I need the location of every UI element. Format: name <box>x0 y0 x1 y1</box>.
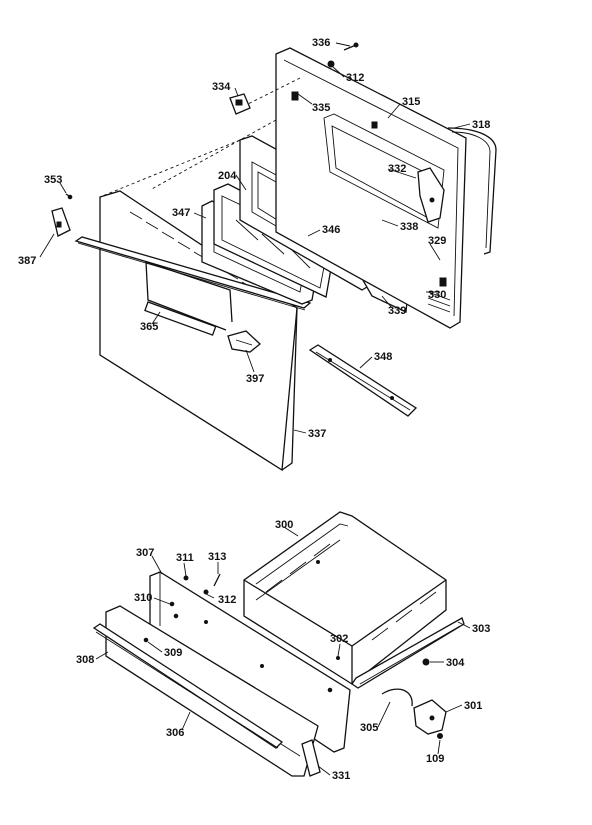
label-307: 307 <box>136 547 154 559</box>
label-331: 331 <box>332 770 350 782</box>
door-back-panel <box>275 47 467 329</box>
label-315: 315 <box>402 96 420 108</box>
washer-304 <box>422 658 430 666</box>
drawer-bracket <box>413 699 447 735</box>
drawer-rail <box>351 617 465 689</box>
washer-312b <box>203 589 209 595</box>
handle-end-cap <box>227 330 261 353</box>
hinge-bracket <box>417 167 445 223</box>
label-353: 353 <box>44 174 62 186</box>
spring-clip <box>381 688 413 707</box>
label-332: 332 <box>388 163 406 175</box>
label-347: 347 <box>172 207 190 219</box>
door-clip <box>51 207 71 237</box>
latch-clip <box>229 93 251 115</box>
drawer-body <box>243 511 447 685</box>
label-337: 337 <box>308 428 326 440</box>
door-gasket <box>447 127 497 255</box>
label-309: 309 <box>164 647 182 659</box>
label-308: 308 <box>76 654 94 666</box>
label-334: 334 <box>212 81 231 93</box>
label-304: 304 <box>446 657 465 669</box>
label-330: 330 <box>428 289 446 301</box>
label-336: 336 <box>312 37 330 49</box>
label-306: 306 <box>166 727 184 739</box>
screw-309 <box>143 637 149 643</box>
label-300: 300 <box>275 519 293 531</box>
label-204: 204 <box>218 170 237 182</box>
label-312b: 312 <box>218 594 236 606</box>
leader-lines <box>39 42 471 776</box>
screw-311 <box>183 575 189 581</box>
label-365: 365 <box>140 321 158 333</box>
screw-353 <box>65 193 73 200</box>
drawer-handle-strip <box>92 623 284 749</box>
washer-312 <box>327 60 335 68</box>
label-335: 335 <box>312 102 330 114</box>
screw-336 <box>343 42 359 51</box>
label-310: 310 <box>134 592 152 604</box>
label-313: 313 <box>208 551 226 563</box>
washer-109 <box>437 733 443 739</box>
hinge-channel <box>308 344 418 417</box>
screw-310 <box>169 601 175 607</box>
screw-313 <box>213 573 221 587</box>
label-348: 348 <box>374 351 392 363</box>
label-346: 346 <box>322 224 340 236</box>
label-312: 312 <box>346 72 364 84</box>
label-301: 301 <box>464 700 482 712</box>
label-387: 387 <box>18 255 36 267</box>
label-339: 339 <box>388 305 406 317</box>
label-338: 338 <box>400 221 418 233</box>
part-labels: 336 312 334 335 315 318 332 353 204 347 … <box>18 37 490 782</box>
label-305: 305 <box>360 722 378 734</box>
label-302: 302 <box>330 633 348 645</box>
label-109: 109 <box>426 753 444 765</box>
label-397: 397 <box>246 373 264 385</box>
label-329: 329 <box>428 235 446 247</box>
label-311: 311 <box>176 552 194 564</box>
label-303: 303 <box>472 623 490 635</box>
door-handle <box>144 261 233 336</box>
drawer-end-cap <box>301 739 321 777</box>
label-318: 318 <box>472 119 490 131</box>
